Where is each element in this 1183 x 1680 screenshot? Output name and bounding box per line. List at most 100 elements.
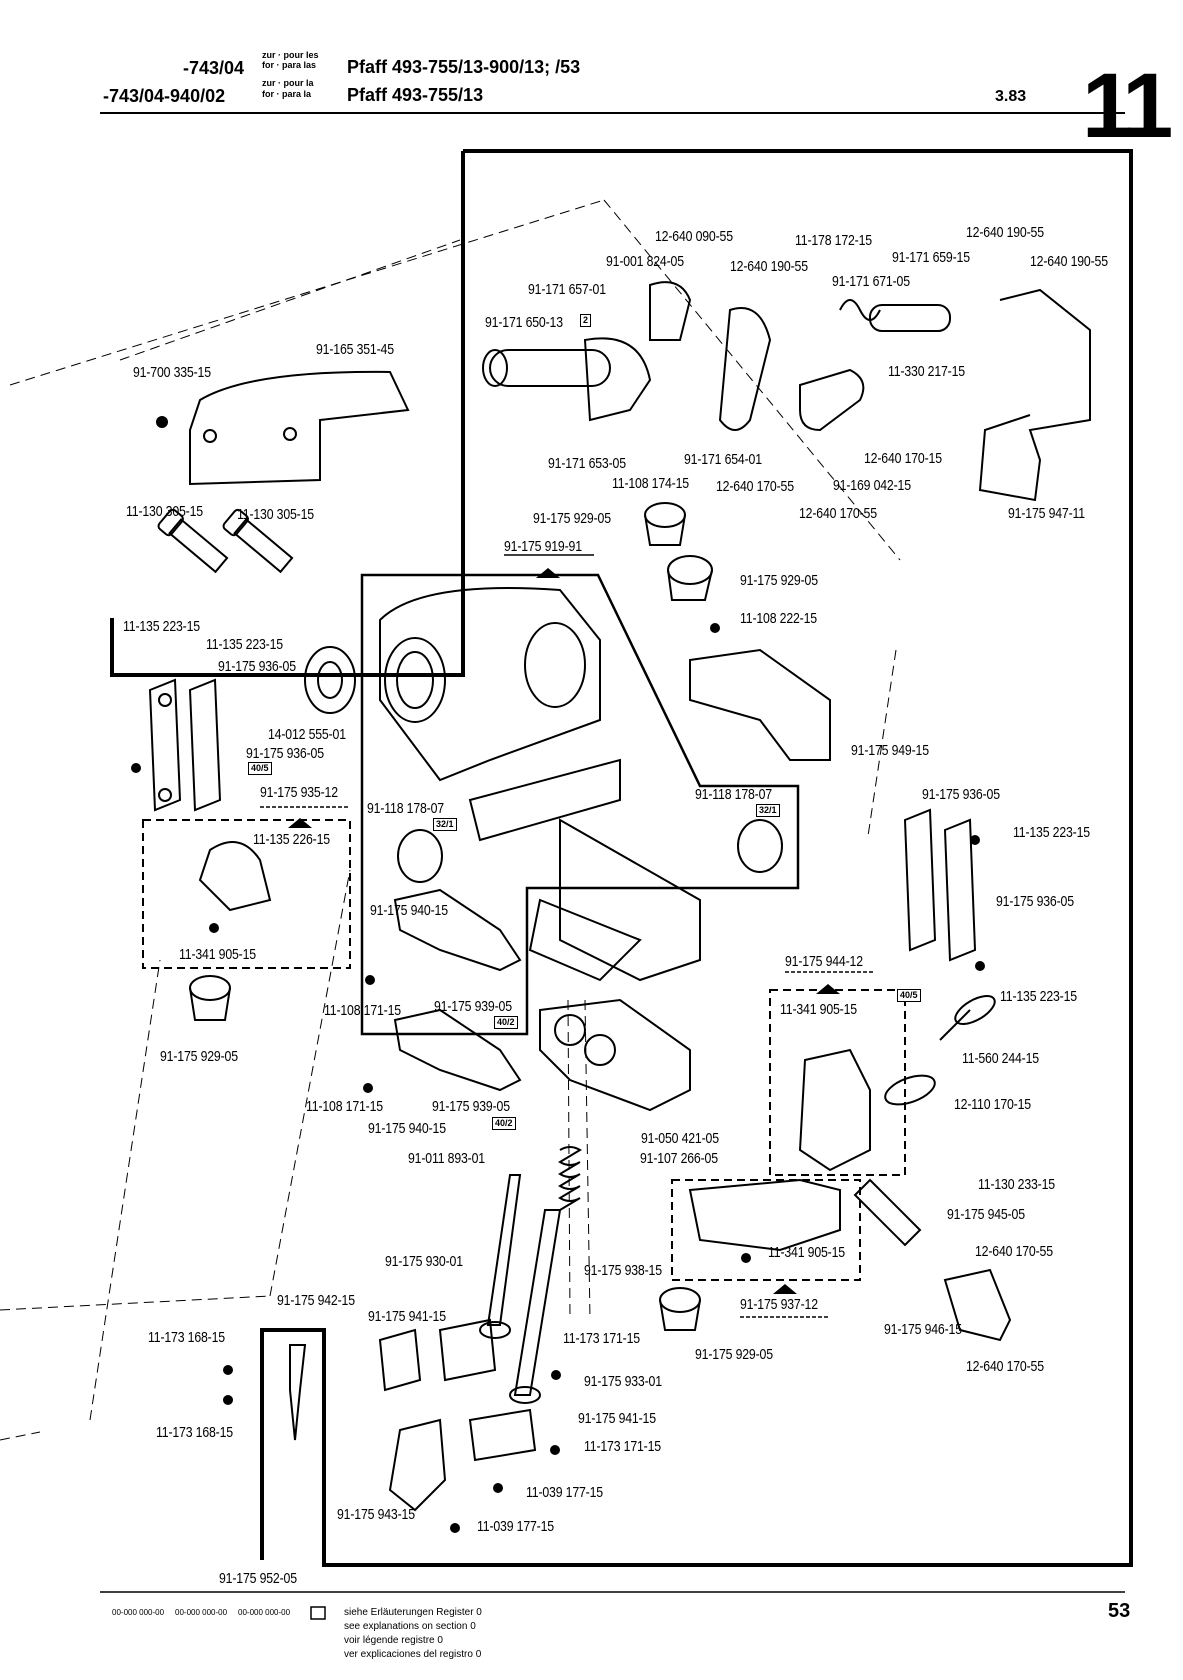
part-label: 12-640 190-55 [1030, 253, 1108, 270]
model-code-1: -743/04 [183, 58, 245, 78]
part-label: 91-175 933-01 [584, 1373, 662, 1390]
part-label: 91-175 946-15 [884, 1321, 962, 1338]
part-label: 11-039 177-15 [477, 1518, 554, 1535]
part-label: 12-640 090-55 [655, 228, 733, 245]
part-label: 91-107 266-05 [640, 1150, 718, 1167]
ref-tag: 40/2 [494, 1016, 518, 1029]
part-label: 91-175 930-01 [385, 1253, 463, 1270]
preposition-1a: zur · pour les [262, 50, 319, 60]
footer-note-de: siehe Erläuterungen Register 0 [344, 1607, 482, 1618]
part-label: 91-171 659-15 [892, 249, 970, 266]
part-label: 91-118 178-07 [695, 786, 772, 803]
model-title-2: Pfaff 493-755/13 [347, 85, 484, 105]
part-label: 11-173 168-15 [148, 1329, 225, 1346]
part-label: 11-108 171-15 [306, 1098, 383, 1115]
part-label: 11-330 217-15 [888, 363, 965, 380]
part-label: 91-175 944-12 [785, 953, 863, 970]
part-label: 91-175 939-05 [432, 1098, 510, 1115]
part-label: 12-640 170-55 [799, 505, 877, 522]
part-label: 91-175 936-05 [996, 893, 1074, 910]
part-label: 91-171 657-01 [528, 281, 606, 298]
part-label: 91-175 942-15 [277, 1292, 355, 1309]
part-label: 91-171 671-05 [832, 273, 910, 290]
part-label: 11-135 226-15 [253, 831, 330, 848]
part-label: 91-175 949-15 [851, 742, 929, 759]
part-label: 91-175 935-12 [260, 784, 338, 801]
part-label: 91-175 936-05 [922, 786, 1000, 803]
part-label: 12-110 170-15 [954, 1096, 1031, 1113]
part-label: 11-130 233-15 [978, 1176, 1055, 1193]
footer-note-es: ver explicaciones del registro 0 [344, 1649, 482, 1660]
part-label: 11-039 177-15 [526, 1484, 603, 1501]
part-label: 91-175 952-05 [219, 1570, 297, 1587]
part-label: 11-178 172-15 [795, 232, 872, 249]
part-label: 91-175 929-05 [533, 510, 611, 527]
part-label: 11-341 905-15 [780, 1001, 857, 1018]
part-label: 91-175 945-05 [947, 1206, 1025, 1223]
ref-tag: 40/5 [897, 989, 921, 1002]
part-label: 91-118 178-07 [367, 800, 444, 817]
part-label: 91-175 940-15 [370, 902, 448, 919]
part-label: 91-175 940-15 [368, 1120, 446, 1137]
part-label: 12-640 170-55 [975, 1243, 1053, 1260]
part-label: 91-175 938-15 [584, 1262, 662, 1279]
part-label: 12-640 190-55 [730, 258, 808, 275]
part-label: 91-175 919-91 [504, 538, 582, 555]
ref-tag: 40/2 [492, 1117, 516, 1130]
part-label: 91-175 941-15 [578, 1410, 656, 1427]
part-label: 91-175 941-15 [368, 1308, 446, 1325]
part-label: 91-171 653-05 [548, 455, 626, 472]
part-label: 91-175 939-05 [434, 998, 512, 1015]
part-label: 91-175 943-15 [337, 1506, 415, 1523]
footer-note-fr: voir légende registre 0 [344, 1635, 443, 1646]
footer-code-1: 00-000 000-00 [112, 1608, 165, 1617]
preposition-2b: for · para la [262, 89, 312, 99]
part-label: 12-640 170-55 [716, 478, 794, 495]
part-label: 11-135 223-15 [1013, 824, 1090, 841]
model-title-1: Pfaff 493-755/13-900/13; /53 [347, 57, 581, 77]
model-code-2: -743/04-940/02 [103, 86, 226, 106]
part-label: 91-001 824-05 [606, 253, 684, 270]
section-number: 11 [1082, 55, 1173, 157]
page-number: 53 [1108, 1600, 1131, 1622]
part-label: 11-135 223-15 [206, 636, 283, 653]
part-label: 11-341 905-15 [768, 1244, 845, 1261]
part-label: 12-640 170-15 [864, 450, 942, 467]
part-label: 11-135 223-15 [1000, 988, 1077, 1005]
part-label: 91-175 929-05 [740, 572, 818, 589]
part-label: 91-175 929-05 [695, 1346, 773, 1363]
part-label: 11-130 305-15 [126, 503, 203, 520]
part-label: 91-175 936-05 [218, 658, 296, 675]
footer-code-2: 00-000 000-00 [175, 1608, 228, 1617]
part-label: 11-173 171-15 [584, 1438, 661, 1455]
part-label: 11-341 905-15 [179, 946, 256, 963]
footer-code-3: 00-000 000-00 [238, 1608, 291, 1617]
part-label: 91-050 421-05 [641, 1130, 719, 1147]
part-label: 14-012 555-01 [268, 726, 346, 743]
part-label: 91-171 650-13 [485, 314, 563, 331]
ref-tag: 40/5 [248, 762, 272, 775]
part-label: 91-175 936-05 [246, 745, 324, 762]
part-label: 11-173 168-15 [156, 1424, 233, 1441]
preposition-1b: for · para las [262, 60, 317, 70]
part-label: 11-560 244-15 [962, 1050, 1039, 1067]
preposition-2a: zur · pour la [262, 78, 314, 88]
part-label: 11-108 171-15 [324, 1002, 401, 1019]
ref-tag: 2 [580, 314, 592, 327]
part-label: 91-171 654-01 [684, 451, 762, 468]
part-label: 11-130 305-15 [237, 506, 314, 523]
part-label: 11-173 171-15 [563, 1330, 640, 1347]
ref-tag: 32/1 [756, 804, 780, 817]
footer-note-en: see explanations on section 0 [344, 1621, 476, 1632]
date-label: 3.83 [995, 88, 1027, 105]
part-label: 91-165 351-45 [316, 341, 394, 358]
part-label: 91-175 937-12 [740, 1296, 818, 1313]
part-label: 11-108 174-15 [612, 475, 689, 492]
part-label: 12-640 170-55 [966, 1358, 1044, 1375]
part-label: 91-175 929-05 [160, 1048, 238, 1065]
part-label: 11-108 222-15 [740, 610, 817, 627]
part-label: 11-135 223-15 [123, 618, 200, 635]
part-label: 12-640 190-55 [966, 224, 1044, 241]
ref-tag: 32/1 [433, 818, 457, 831]
